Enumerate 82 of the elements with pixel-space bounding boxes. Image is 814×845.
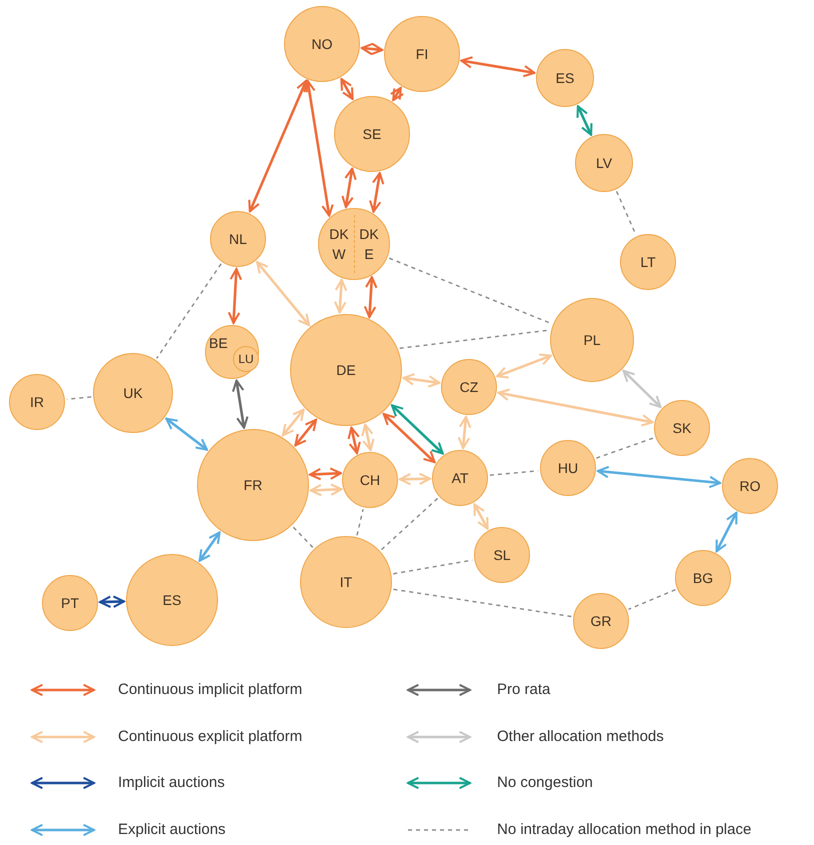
country-code: FI [416, 46, 428, 62]
double-arrow [248, 80, 308, 212]
double-arrow [228, 268, 242, 324]
double-arrow [256, 261, 310, 326]
double-arrow [369, 172, 384, 213]
legend-label: Pro rata [497, 681, 550, 699]
double-arrow [98, 595, 126, 608]
double-arrow [198, 531, 221, 562]
country-code: GR [590, 613, 612, 629]
double-arrow [496, 354, 552, 378]
double-arrow [360, 42, 384, 56]
country-code: HU [558, 460, 578, 476]
dashed-line [628, 589, 676, 610]
double-arrow [382, 412, 436, 464]
country-code: DE [336, 362, 356, 378]
legend-label: No congestion [497, 774, 593, 792]
double-arrow [310, 483, 343, 496]
dashed-line [490, 470, 538, 476]
double-arrow [398, 472, 432, 486]
country-code: RO [740, 478, 760, 494]
country-code: UK [123, 385, 143, 401]
dashed-line [388, 258, 552, 324]
country-code: AT [452, 470, 468, 486]
double-arrow [232, 380, 249, 429]
legend-label: Other allocation methods [497, 728, 664, 746]
country-code: NL [229, 231, 247, 247]
country-code: PT [61, 595, 79, 611]
double-arrow [308, 467, 342, 480]
country-code: IR [30, 394, 44, 410]
country-code: SL [493, 547, 511, 563]
double-arrow [334, 278, 348, 314]
legend-label: Continuous explicit platform [118, 728, 302, 746]
country-code: CZ [460, 379, 478, 395]
double-arrow [282, 408, 305, 436]
country-code: NO [312, 36, 332, 52]
double-arrow [303, 80, 334, 217]
dashed-line [400, 329, 550, 349]
dashed-line [393, 559, 473, 574]
dashed-line [393, 588, 572, 618]
double-arrow [340, 78, 354, 100]
double-arrow [497, 388, 654, 426]
country-code: DK W [328, 225, 350, 264]
double-arrow [348, 426, 361, 454]
double-arrow [364, 276, 378, 318]
country-code: LV [596, 155, 612, 171]
country-code: ES [162, 592, 182, 608]
dashed-line [356, 509, 364, 536]
dashed-line [66, 396, 92, 400]
double-arrow [294, 418, 318, 446]
country-code: PL [583, 332, 601, 348]
double-arrow [622, 370, 662, 408]
country-code: DK E [358, 225, 380, 264]
double-arrow [473, 503, 489, 530]
country-code: BE [209, 335, 228, 351]
country-code: CH [360, 472, 380, 488]
double-arrow [341, 168, 357, 208]
double-arrow [361, 424, 375, 452]
dashed-line [292, 526, 314, 548]
country-code: LT [640, 254, 656, 270]
double-arrow [460, 56, 536, 78]
country-code: ES [556, 70, 574, 86]
double-arrow [576, 105, 592, 136]
dashed-line [156, 263, 222, 359]
country-code: BG [692, 570, 714, 586]
dashed-line [596, 437, 654, 459]
legend-label: Explicit auctions [118, 821, 226, 839]
dashed-line [381, 498, 438, 550]
legend-label: Continuous implicit platform [118, 681, 302, 699]
double-arrow [390, 404, 444, 455]
country-code: LU [238, 352, 254, 366]
country-code: IT [340, 574, 352, 590]
legend-label: Implicit auctions [118, 774, 225, 792]
double-arrow [715, 512, 738, 552]
country-code: SK [672, 420, 692, 436]
double-arrow [402, 373, 440, 388]
legend-label: No intraday allocation method in place [497, 821, 752, 839]
double-arrow [165, 418, 208, 451]
double-arrow [390, 86, 404, 102]
country-code: SE [362, 126, 382, 142]
double-arrow [596, 466, 722, 488]
double-arrow [458, 416, 472, 450]
country-code: FR [244, 477, 262, 493]
